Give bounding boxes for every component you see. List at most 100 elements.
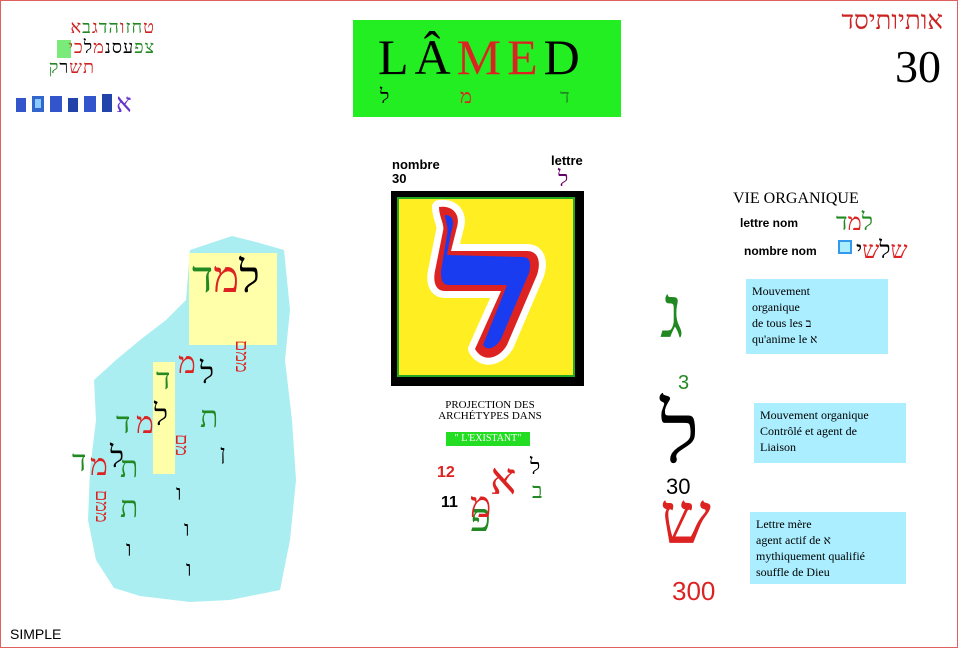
cloud-dalet-3: ד: [72, 444, 87, 479]
alphabet-current-highlight: [57, 40, 71, 58]
cloud-vav-4: ו: [186, 557, 192, 582]
corner-hebrew-heading: אותיותיסד: [841, 6, 943, 36]
alphabet-row-3[interactable]: תשרק: [14, 58, 94, 78]
nombre-nom-label: nombre nom: [744, 244, 817, 258]
cloud-tav: ת: [200, 400, 219, 435]
alphabet-letter[interactable]: ג: [91, 17, 98, 38]
info-line: qu'anime le א: [752, 332, 818, 346]
alphabet-letter[interactable]: צ: [144, 37, 154, 58]
ancient-glyph-row: א: [16, 89, 164, 119]
lettre-nom-label: lettre nom: [740, 216, 799, 230]
letter-display[interactable]: [391, 191, 584, 386]
cloud-mem-3: מ: [90, 448, 108, 483]
alphabet-letter[interactable]: נ: [104, 37, 111, 58]
mode-label[interactable]: SIMPLE: [10, 626, 62, 642]
alphabet-letter[interactable]: ה: [108, 17, 119, 38]
cloud-vav: ו: [176, 481, 182, 506]
alphabet-grid: טחזוהדגבא צפעסנמלכי תשרק: [14, 18, 154, 78]
title-hebrew-letter: מ: [460, 84, 472, 108]
cloud-mem-column-2: מם: [171, 434, 192, 456]
proj-alef: א: [490, 454, 517, 505]
number-12: 12: [437, 464, 455, 481]
cloud-letters: ל מ ממם ד ת ן ד ל מ ת מם ד ל מ ממם ת ו ו…: [70, 340, 300, 600]
title-banner: [353, 20, 621, 117]
alphabet-row-1[interactable]: טחזוהדגבא: [14, 18, 154, 38]
alphabet-letter[interactable]: פ: [134, 37, 144, 58]
alphabet-letter[interactable]: ק: [48, 57, 59, 78]
info-line: Contrôlé et agent de: [760, 424, 857, 438]
cloud-word-top: למד: [192, 252, 260, 303]
info-line: souffle de Dieu: [756, 565, 830, 579]
lamed-letter[interactable]: ל: [660, 384, 700, 482]
alphabet-letter[interactable]: ס: [111, 37, 122, 58]
info-line: Liaison: [760, 440, 796, 454]
nombre-value: 30: [392, 171, 407, 186]
vie-organique-heading: VIE ORGANIQUE: [733, 190, 859, 207]
cloud-mem-2: מ: [136, 406, 154, 441]
alphabet-letter[interactable]: ב: [82, 17, 91, 38]
info-line: Mouvement: [752, 284, 810, 298]
info-line: agent actif de א: [756, 533, 831, 547]
proj-bet: פ: [470, 495, 491, 541]
alphabet-letter[interactable]: ע: [122, 37, 134, 58]
alphabet-letter[interactable]: ש: [69, 57, 83, 78]
cloud-mem-column-3: ממם: [91, 490, 112, 523]
info-line: Lettre mère: [756, 517, 812, 531]
cloud-tav-3: ת: [120, 490, 139, 525]
lamed-value: 30: [666, 474, 691, 499]
projection-letters: א פ מ ל ב: [460, 454, 560, 554]
alphabet-letter[interactable]: ט: [143, 17, 154, 38]
cloud-lamed: ל: [200, 356, 215, 391]
cloud-vav-3: ו: [126, 537, 132, 562]
gimel-letter[interactable]: ג: [660, 270, 684, 354]
cloud-mem: מ: [178, 346, 196, 381]
info-line: Mouvement organique: [760, 408, 869, 422]
nombre-label: nombre 30: [392, 158, 440, 186]
alphabet-letter[interactable]: ת: [83, 57, 94, 78]
shin-letter[interactable]: ש: [660, 476, 711, 560]
nombre-nom-hebrew: שלשי: [856, 236, 908, 264]
title-hebrew-letter: ל: [380, 84, 390, 108]
alphabet-letter[interactable]: מ: [93, 37, 104, 58]
alphabet-letter[interactable]: כ: [73, 37, 83, 58]
info-line: de tous les ב: [752, 316, 812, 330]
cloud-dalet: ד: [156, 362, 171, 397]
alphabet-letter[interactable]: ד: [98, 17, 108, 38]
cloud-dalet-2: ד: [116, 406, 131, 441]
alphabet-letter[interactable]: א: [70, 17, 82, 38]
svg-text:א: א: [116, 92, 132, 114]
info-box-gimel: Mouvement organique de tous les ב qu'ani…: [746, 279, 888, 354]
proj-bet-small: ב: [532, 479, 543, 504]
title-letter: E: [507, 29, 544, 85]
alphabet-letter[interactable]: ח: [131, 17, 143, 38]
cloud-nun: ן: [220, 441, 226, 466]
page-title: LÂMED: [378, 28, 586, 86]
cloud-vav-2: ו: [184, 517, 190, 542]
title-hebrew-letter: ד: [560, 84, 570, 108]
info-line: mythiquement qualifié: [756, 549, 865, 563]
number-11: 11: [441, 494, 458, 511]
alphabet-letter[interactable]: ו: [119, 17, 125, 38]
alphabet-letter[interactable]: ז: [125, 17, 131, 38]
cloud-mem-column: ממם: [231, 340, 252, 373]
nombre-nom-icon: [838, 240, 852, 254]
proj-mem: מ: [470, 485, 492, 526]
letter-canvas: [397, 197, 575, 377]
alphabet-letter[interactable]: ר: [59, 57, 69, 78]
existant-badge[interactable]: " L'EXISTANT": [446, 432, 530, 446]
cloud-lamed-3: ל: [110, 440, 125, 475]
alphabet-letter[interactable]: ל: [83, 37, 93, 58]
letter-cloud: [0, 0, 320, 620]
cloud-tav-2: ת: [120, 450, 139, 485]
title-hebrew: ל מ ד: [380, 84, 600, 110]
lettre-nom-hebrew: למד: [836, 208, 874, 236]
nombre-label-text: nombre: [392, 157, 440, 172]
lamed-glyph-icon: [427, 199, 546, 365]
title-letter: L: [378, 29, 415, 85]
letter-value: 30: [895, 41, 941, 92]
lettre-label: lettre: [551, 153, 583, 168]
info-box-shin: Lettre mère agent actif de א mythiquemen…: [750, 512, 906, 584]
shin-value: 300: [672, 576, 716, 606]
title-letter: D: [543, 29, 586, 85]
